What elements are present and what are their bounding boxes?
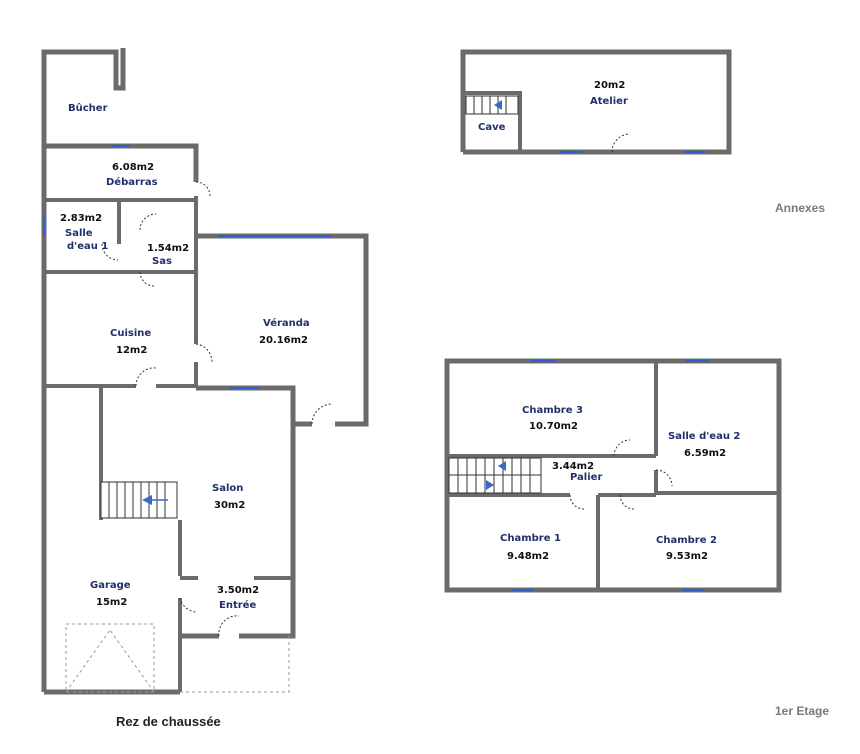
room-area-garage: 15m2 (96, 597, 128, 608)
ground-stairs (100, 481, 178, 519)
room-name-veranda: Véranda (263, 318, 310, 329)
caption-annexes: Annexes (775, 201, 826, 215)
ground-floor-plan (41, 48, 369, 695)
veranda-walls (196, 233, 369, 427)
room-name-palier: Palier (570, 472, 603, 483)
room-area-chambre-2: 9.53m2 (666, 551, 709, 562)
room-name-chambre-1: Chambre 1 (500, 533, 561, 544)
garage-door-outline (65, 623, 155, 693)
first-floor-outline (444, 358, 782, 593)
room-name-debarras: Débarras (106, 177, 158, 188)
room-area-chambre-3: 10.70m2 (529, 421, 579, 432)
room-name-garage: Garage (90, 580, 131, 591)
room-area-veranda: 20.16m2 (259, 335, 309, 346)
cave-stair-arrow-icon (494, 100, 502, 110)
annexes-plan (460, 49, 732, 155)
room-name-chambre-3: Chambre 3 (522, 405, 583, 416)
room-name-chambre-2: Chambre 2 (656, 535, 717, 546)
room-area-salon: 30m2 (214, 500, 246, 511)
stair-arrow-icon (142, 495, 152, 505)
room-area-sas: 1.54m2 (147, 243, 190, 254)
atelier-walls (460, 49, 732, 155)
room-name-entree: Entrée (219, 600, 257, 611)
room-area-atelier: 20m2 (594, 80, 626, 91)
room-name-cave: Cave (478, 122, 506, 133)
room-area-salle-eau-2: 6.59m2 (684, 448, 727, 459)
room-name-atelier: Atelier (590, 96, 628, 107)
caption-ground-floor: Rez de chaussée (116, 714, 221, 729)
room-name-salle-eau-1-line2: d'eau 1 (67, 241, 109, 252)
room-area-cuisine: 12m2 (116, 345, 148, 356)
room-name-cuisine: Cuisine (110, 328, 152, 339)
room-name-bucher: Bûcher (68, 103, 108, 114)
room-name-salon: Salon (212, 483, 244, 494)
debarras-walls (44, 143, 199, 182)
salon-walls (239, 424, 296, 639)
room-name-sas: Sas (152, 256, 172, 267)
room-area-chambre-1: 9.48m2 (507, 551, 550, 562)
bucher-walls (41, 48, 126, 146)
caption-first-floor: 1er Etage (775, 704, 830, 718)
room-area-debarras: 6.08m2 (112, 162, 155, 173)
upstairs-arrow-icon-1 (498, 461, 506, 471)
room-name-salle-eau-2: Salle d'eau 2 (668, 431, 741, 442)
room-area-palier: 3.44m2 (552, 461, 595, 472)
room-area-entree: 3.50m2 (217, 585, 260, 596)
upstairs-arrow-icon-2 (486, 480, 494, 490)
room-name-salle-eau-1-line1: Salle (65, 228, 93, 239)
first-floor-plan (444, 358, 782, 593)
room-area-salle-eau-1: 2.83m2 (60, 213, 103, 224)
